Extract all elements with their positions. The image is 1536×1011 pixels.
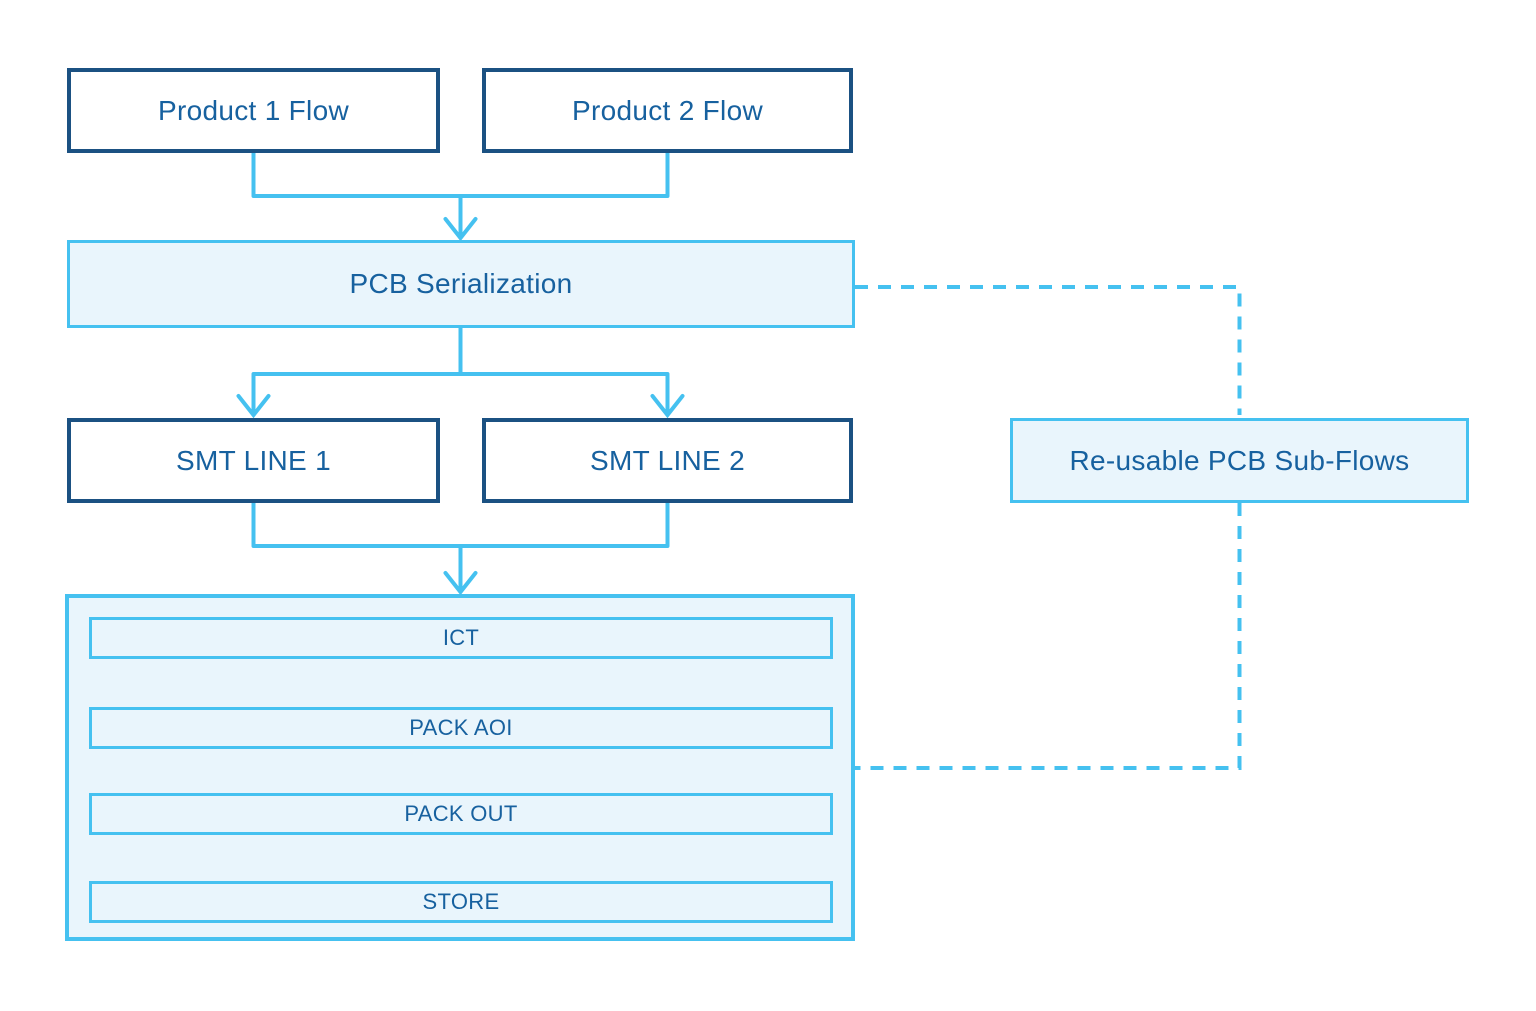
dashed-link-subflows-to-group: [855, 503, 1242, 770]
node-step-ict: ICT: [89, 617, 833, 659]
node-label: PACK AOI: [409, 715, 513, 740]
node-product-1-flow: Product 1 Flow: [67, 68, 440, 153]
node-label: Product 2 Flow: [572, 94, 763, 126]
node-step-pack-aoi: PACK AOI: [89, 707, 833, 749]
connector-serialization-to-smt: [236, 326, 685, 419]
node-label: SMT LINE 2: [590, 444, 745, 476]
connector-smt-to-group: [251, 501, 670, 596]
node-label: SMT LINE 1: [176, 444, 331, 476]
node-product-2-flow: Product 2 Flow: [482, 68, 853, 153]
node-smt-line-1: SMT LINE 1: [67, 418, 440, 503]
node-step-pack-out: PACK OUT: [89, 793, 833, 835]
node-label: ICT: [442, 625, 480, 650]
node-label: PCB Serialization: [349, 268, 573, 299]
node-label: Re-usable PCB Sub-Flows: [1069, 444, 1410, 476]
node-label: Product 1 Flow: [158, 94, 349, 126]
arrowhead-down-icon: [443, 217, 478, 242]
node-reusable-pcb-subflows: Re-usable PCB Sub-Flows: [1010, 418, 1469, 503]
group-test-pack-steps: ICT PACK AOI PACK OUT STORE: [65, 594, 855, 941]
node-label: STORE: [422, 889, 500, 914]
arrowhead-down-icon: [236, 394, 271, 419]
node-step-store: STORE: [89, 881, 833, 923]
node-smt-line-2: SMT LINE 2: [482, 418, 853, 503]
dashed-link-serialization-to-subflows: [855, 285, 1242, 415]
connector-products-to-serialization: [251, 151, 670, 242]
node-label: PACK OUT: [404, 801, 518, 826]
node-pcb-serialization: PCB Serialization: [67, 240, 855, 328]
arrowhead-down-icon: [650, 394, 685, 419]
arrowhead-down-icon: [443, 571, 478, 596]
